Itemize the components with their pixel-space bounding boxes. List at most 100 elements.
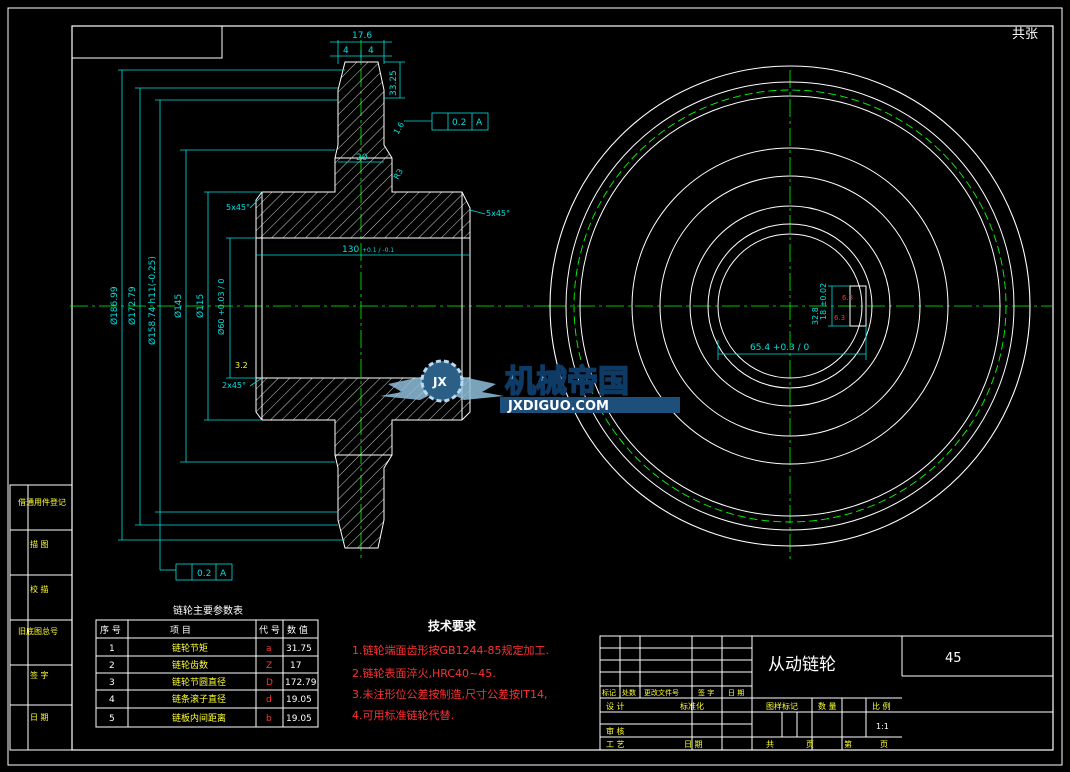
section-lower xyxy=(255,377,471,549)
param-r4-val: 19.05 xyxy=(286,695,312,705)
tb-scale-label: 比 例 xyxy=(872,701,891,711)
emblem-text: JX xyxy=(432,375,447,389)
param-r1-item: 链轮节矩 xyxy=(172,642,208,654)
stamp-check: 校 描 xyxy=(30,584,49,594)
tech-req-title: 技术要求 xyxy=(428,618,477,633)
tech-requirements: 技术要求 1.链轮端面齿形按GB1244-85规定加工. 2.链轮表面淬火,HR… xyxy=(352,618,549,722)
stamp-trace: 描 图 xyxy=(30,539,49,549)
tb-change-doc: 更改文件号 xyxy=(644,688,679,697)
dim-hub: Ø145 xyxy=(173,294,184,318)
wing-left-icon xyxy=(380,375,430,400)
tech-req-line-4: 4.可用标准链轮代替. xyxy=(352,708,454,722)
param-r5-no: 5 xyxy=(109,714,115,724)
tb-sheet-page2: 页 xyxy=(880,740,888,749)
dim-chamfer-top-left: 5x45° xyxy=(226,203,250,212)
param-table-title: 链轮主要参数表 xyxy=(173,604,243,617)
part-name: 从动链轮 xyxy=(768,655,836,675)
tol-frame-value: 0.2 xyxy=(452,118,466,128)
dim-chamfer-top-right: 5x45° xyxy=(486,209,510,218)
param-r3-item: 链轮节圆直径 xyxy=(172,676,226,688)
keyway-65: 65.4 +0.3 / 0 xyxy=(750,343,810,353)
param-h-no: 序 号 xyxy=(100,624,121,636)
wing-right-icon xyxy=(454,375,504,400)
watermark-url-bar xyxy=(500,397,680,413)
tech-req-line-1: 1.链轮端面齿形按GB1244-85规定加工. xyxy=(352,643,549,657)
stamp-sign: 签 字 xyxy=(30,670,49,680)
section-dimensions xyxy=(118,40,489,581)
dim-half-left: 4 xyxy=(343,46,349,56)
top-left-stamp-box xyxy=(71,25,223,59)
section-view xyxy=(70,40,550,560)
dim-tooth-depth: 33.25 xyxy=(389,70,399,96)
dimension-texts: 17.6 4 4 33.25 0.2 A 1.6 R3 20 5x45° 5x4… xyxy=(109,31,510,579)
param-r2-code: Z xyxy=(266,661,272,671)
sheet-border xyxy=(7,7,1063,766)
tb-count: 处数 xyxy=(622,688,636,697)
param-r2-item: 链轮齿数 xyxy=(172,659,208,671)
tb-sheet-total: 共 xyxy=(766,740,774,749)
param-r1-code: a xyxy=(266,644,272,654)
keyway-tol-2: 6.3 xyxy=(834,314,845,322)
tb-audit: 审 核 xyxy=(606,726,625,736)
tb-date: 日 期 xyxy=(728,689,744,697)
gear-emblem-icon xyxy=(420,359,464,403)
stamp-date: 日 期 xyxy=(30,713,49,722)
tech-req-line-3: 3.未注形位公差按制造,尺寸公差按IT14, xyxy=(352,687,547,701)
dim-root: Ø172.79 xyxy=(127,286,138,325)
bore-outline xyxy=(255,237,471,379)
watermark-url: JXDIGUO.COM xyxy=(507,399,609,414)
dim-bore: Ø60 +0.03 / 0 xyxy=(216,279,226,335)
keyway-depth: 32.8 xyxy=(811,307,820,325)
left-stamp-column: 借通用件登记 描 图 校 描 旧底图总号 签 字 日 期 xyxy=(9,484,73,751)
param-r5-code: b xyxy=(266,714,272,724)
watermark: JX 机械帝国 JXDIGUO.COM xyxy=(380,359,680,414)
stamp-old-no: 旧底图总号 xyxy=(18,626,58,636)
param-r3-val: 172.79 xyxy=(285,678,317,688)
param-h-item: 项 目 xyxy=(170,625,191,636)
param-r1-no: 1 xyxy=(109,644,115,654)
tb-sign: 签 字 xyxy=(698,688,714,697)
param-r1-val: 31.75 xyxy=(286,644,312,654)
keyway-width: 18 ±0.02 xyxy=(819,283,828,320)
param-table: 链轮主要参数表 序 号 项 目 代 号 数 值 1 链轮节矩 a 31.75 2… xyxy=(95,604,319,728)
bottom-tol-datum: A xyxy=(220,569,227,579)
param-r2-no: 2 xyxy=(109,661,115,671)
dim-radius: R3 xyxy=(392,167,405,181)
tb-sheet-no: 第 xyxy=(844,739,852,749)
dim-chamfer-small: 1.6 xyxy=(392,120,406,136)
param-h-value: 数 值 xyxy=(287,624,308,636)
stamp-borrow: 借通用件登记 xyxy=(18,497,66,507)
tb-mark: 标记 xyxy=(602,688,616,697)
keyway-tol-1: 6.3 xyxy=(842,294,853,302)
dim-bore-len-tol: +0.1 / -0.1 xyxy=(362,247,394,254)
dim-pitch: Ø158.74 h11(-0.25) xyxy=(147,256,158,345)
dim-bore-len: 130 xyxy=(342,245,359,255)
tb-sheet-page1: 页 xyxy=(806,740,814,749)
param-r3-code: D xyxy=(266,678,273,688)
end-view-dimensions xyxy=(717,285,867,360)
param-r4-code: d xyxy=(266,695,272,705)
end-view xyxy=(548,65,1052,560)
roughness-inner: 3.2 xyxy=(235,361,248,370)
tol-frame-datum: A xyxy=(476,118,483,128)
dim-115: Ø115 xyxy=(195,294,206,318)
drawing-frame xyxy=(71,25,1054,751)
watermark-name: 机械帝国 xyxy=(505,364,629,400)
param-r2-val: 17 xyxy=(290,661,301,671)
param-r4-item: 链条滚子直径 xyxy=(172,693,226,705)
param-h-code: 代 号 xyxy=(259,625,280,636)
param-r5-val: 19.05 xyxy=(286,714,312,724)
tb-date-label: 日 期 xyxy=(684,740,703,749)
title-block: 从动链轮 45 标记 处数 更改文件号 签 字 日 期 设 计 标准化 审 核 … xyxy=(599,635,1054,751)
dim-outer: Ø186.99 xyxy=(109,286,120,325)
bottom-tol-value: 0.2 xyxy=(197,569,211,579)
tech-req-line-2: 2.链轮表面淬火,HRC40~45. xyxy=(352,666,496,680)
corner-mark: 共张 xyxy=(1012,27,1038,42)
tb-quantity: 数 量 xyxy=(818,701,837,711)
dim-width-top: 17.6 xyxy=(352,31,372,41)
tb-standard: 标准化 xyxy=(680,701,704,711)
dim-half-right: 4 xyxy=(368,46,374,56)
param-r4-no: 4 xyxy=(109,695,115,705)
dim-hub-20: 20 xyxy=(356,153,368,163)
param-r5-item: 链板内间距离 xyxy=(172,712,226,724)
